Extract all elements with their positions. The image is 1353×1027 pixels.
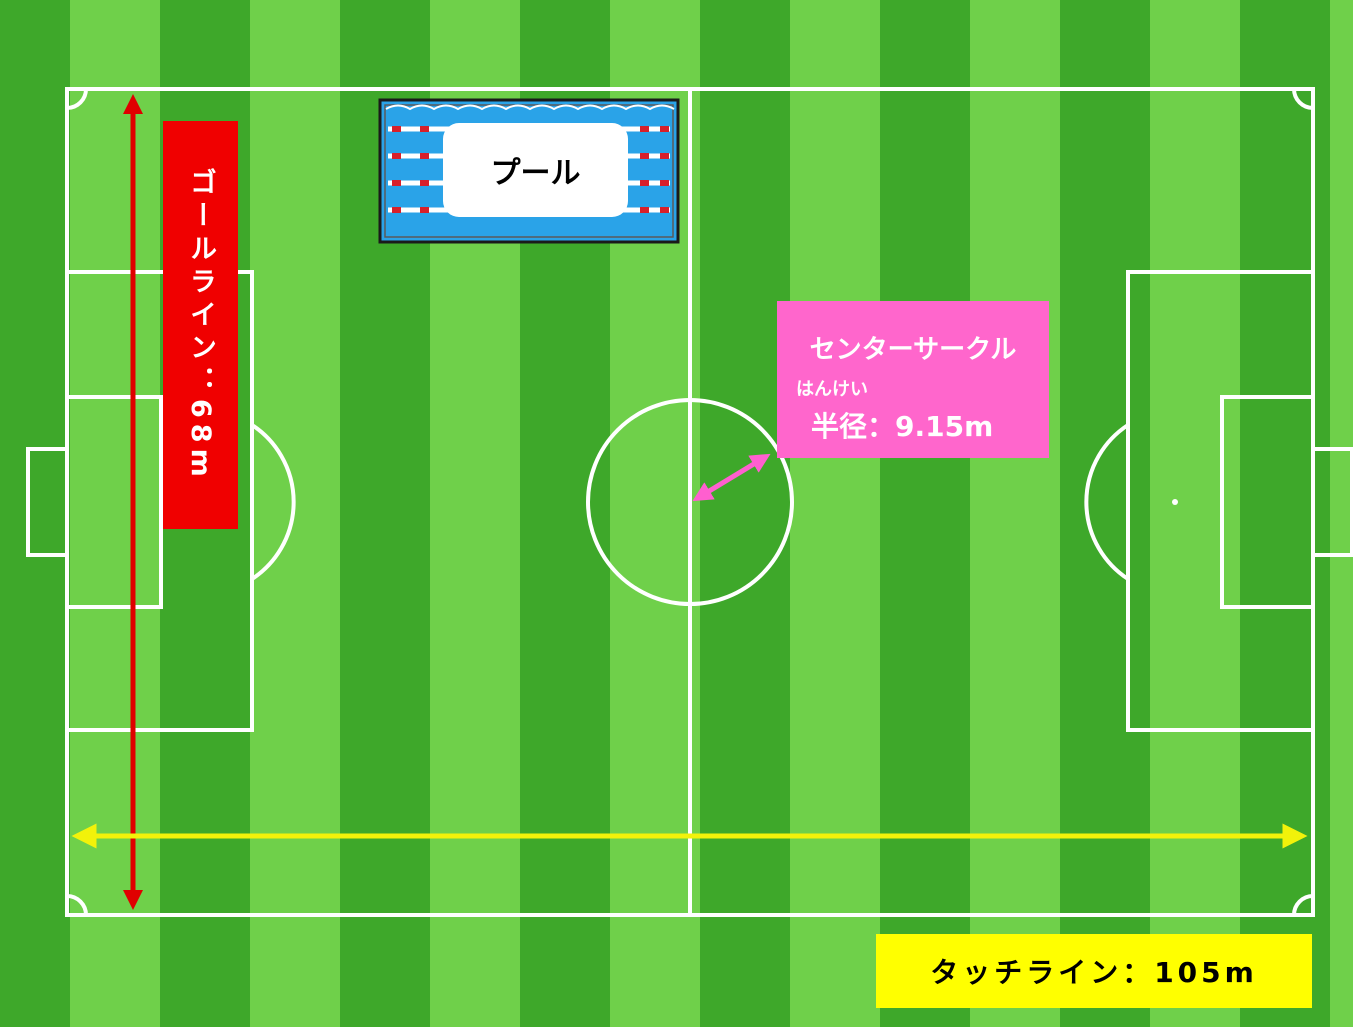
grass-stripe — [0, 0, 71, 1027]
pool-lane-float — [392, 153, 401, 159]
grass-stripe — [1240, 0, 1331, 1027]
right-penalty-arc — [1084, 423, 1130, 581]
pool-lane-float — [420, 180, 429, 186]
radius-value: 半径：9.15m — [811, 410, 994, 443]
pool-lane-float — [420, 126, 429, 132]
corner-arc-bottom-left — [66, 894, 88, 916]
center-circle-title: センターサークル — [809, 335, 1017, 365]
pool-lane-float — [392, 126, 401, 132]
right-goal — [1311, 447, 1353, 557]
center-circle — [586, 398, 794, 606]
grass-stripe — [70, 0, 161, 1027]
pool-lane-float — [420, 153, 429, 159]
grass-stripe — [790, 0, 881, 1027]
grass-stripe — [250, 0, 341, 1027]
grass-stripe — [1330, 0, 1353, 1027]
right-penalty-spot — [1172, 499, 1178, 505]
pool-lane-float — [640, 207, 649, 213]
pool-label: プール — [443, 123, 628, 217]
goal-line-label: ゴールライン：68m — [163, 121, 238, 529]
pool-lane-float — [660, 153, 669, 159]
pool-lane-float — [640, 153, 649, 159]
field-markings — [26, 87, 1353, 917]
grass-stripe — [880, 0, 971, 1027]
pool-lane-float — [640, 180, 649, 186]
left-penalty-arc — [250, 423, 296, 581]
pool-lane-float — [640, 126, 649, 132]
grass-stripe — [1060, 0, 1151, 1027]
touch-line-label: タッチライン：105m — [876, 934, 1312, 1008]
grass-stripe — [700, 0, 791, 1027]
corner-arc-bottom-right — [1292, 894, 1314, 916]
pool-lane-float — [660, 207, 669, 213]
corner-arc-top-right — [1292, 88, 1314, 110]
pool-lane-float — [660, 180, 669, 186]
pool-water-waves — [385, 104, 675, 111]
center-circle-label: センターサークル はんけい 半径：9.15m — [777, 301, 1049, 458]
goal-line-label-text: ゴールライン：68m — [185, 167, 216, 483]
pool-inner-border — [384, 104, 674, 238]
pool-lane-float — [392, 180, 401, 186]
grass-stripe — [970, 0, 1061, 1027]
grass-stripe — [1150, 0, 1241, 1027]
left-goal — [26, 447, 69, 557]
pool-lane-float — [660, 126, 669, 132]
pool-lane-float — [392, 207, 401, 213]
pool-lane-float — [420, 207, 429, 213]
radius-arrow — [692, 453, 771, 502]
corner-arc-top-left — [66, 88, 88, 110]
radius-ruby: はんけい — [796, 379, 868, 400]
